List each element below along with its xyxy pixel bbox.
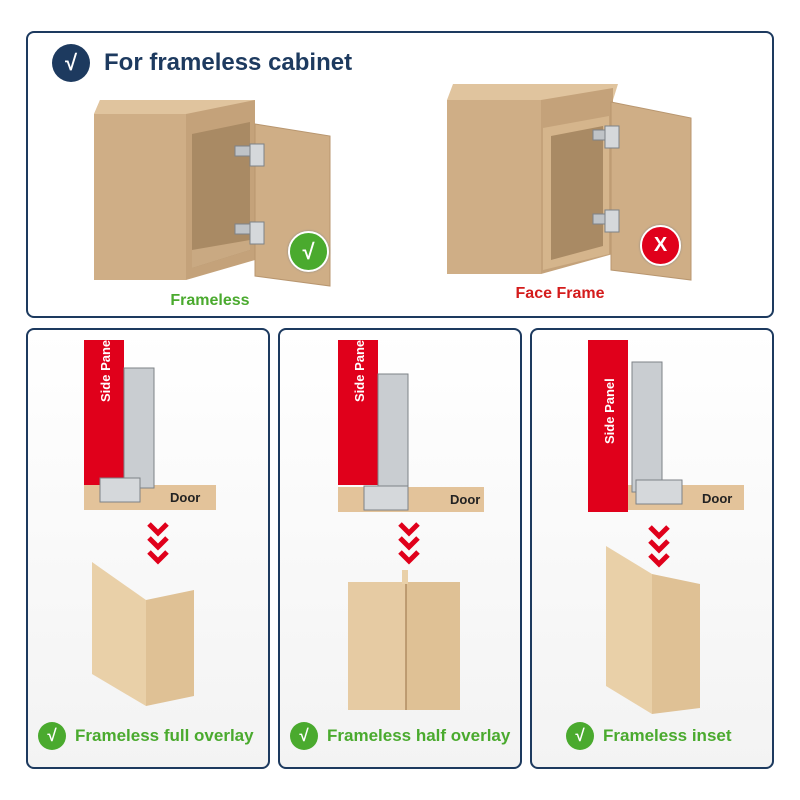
full-overlay-label: √ Frameless full overlay (38, 722, 254, 750)
check-icon: √ (52, 44, 90, 82)
door-label: Door (450, 492, 480, 507)
half-overlay-label: √ Frameless half overlay (290, 722, 510, 750)
inset-wood-sample (606, 546, 700, 714)
side-panel-label: Side Panel (352, 336, 367, 402)
page-title: For frameless cabinet (104, 49, 353, 76)
door-label: Door (170, 490, 200, 505)
header: √ For frameless cabinet (52, 44, 352, 82)
check-icon: √ (566, 722, 594, 750)
inset-label: √ Frameless inset (566, 722, 732, 750)
triple-chevron-down-icon (398, 522, 420, 565)
check-icon: √ (290, 722, 318, 750)
door-label: Door (702, 491, 732, 506)
face-frame-caption: Face Frame (515, 285, 605, 302)
triple-chevron-down-icon (648, 525, 670, 568)
face-frame-cabinet-illustration (447, 84, 692, 281)
check-icon: √ (38, 722, 66, 750)
concealed-hinge-icon (234, 143, 265, 245)
face-frame-bad-icon: X (640, 225, 681, 266)
full-overlay-diagram: Side Panel Door (84, 336, 216, 510)
inset-diagram: Side Panel Door (588, 340, 744, 512)
frameless-caption: Frameless (170, 292, 250, 309)
frameless-cabinet-illustration (94, 100, 331, 287)
half-overlay-diagram: Side Panel Door (338, 336, 484, 512)
side-panel-label: Side Panel (602, 378, 617, 444)
full-overlay-wood-sample (92, 562, 194, 706)
concealed-hinge-icon (592, 125, 620, 233)
frameless-ok-icon: √ (288, 231, 329, 272)
half-overlay-wood-sample (348, 570, 460, 710)
triple-chevron-down-icon (147, 522, 169, 565)
side-panel-label: Side Panel (98, 336, 113, 402)
